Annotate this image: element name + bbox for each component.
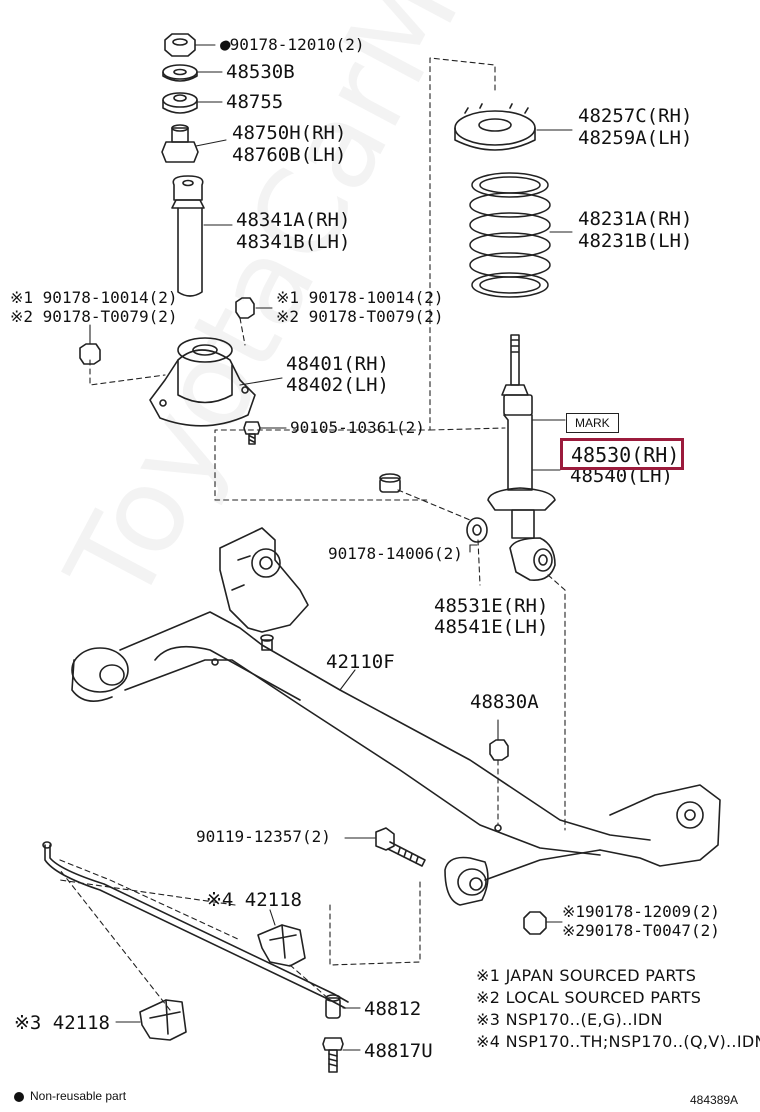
nut-48830a-icon [489,739,509,761]
bolt-48817u-icon [322,1037,344,1073]
link-48812-icon [325,994,341,1019]
bump-stopper-48341a-icon [171,175,205,297]
bolt-90119-icon [375,827,426,867]
mark-label: MARK [566,413,619,433]
leader-lines [89,44,573,1051]
label-48402: 48402(LH) [286,374,389,396]
label-42118-bottom: ※3 42118 [14,1012,110,1034]
nut-90178-14006-icon [379,473,401,493]
label-48750h: 48750H(RH) [232,122,347,144]
label-90178-12010: ●90178-12010(2) [220,35,365,54]
bracket-42118-top-icon [257,924,306,967]
label-mid-x2: ※2 90178-T0079(2) [276,307,444,326]
upper-mount-nut-icon [164,33,196,57]
shock-absorber-48530-icon [487,334,556,582]
label-left-x1: ※1 90178-10014(2) [10,288,178,307]
label-42110f: 42110F [326,651,395,673]
label-x2-90178-t0047: ※290178-T0047(2) [562,921,720,940]
label-48760b: 48760B(LH) [232,144,347,166]
label-90178-14006: 90178-14006(2) [328,544,463,563]
bolt-90105-icon [243,421,261,445]
label-48540lh: 48540(LH) [570,465,673,487]
label-90119: 90119-12357(2) [196,827,331,846]
footer-legend: Non-reusable part [30,1089,127,1103]
label-42118-top: ※4 42118 [206,889,302,911]
label-48257c: 48257C(RH) [578,105,693,127]
label-48341a: 48341A(RH) [236,209,351,231]
label-48817u: 48817U [364,1040,433,1062]
label-48830a: 48830A [470,691,539,713]
note-2: ※2 LOCAL SOURCED PARTS [476,988,702,1007]
stabilizer-bar-icon [42,841,349,1009]
label-48541e: 48541E(LH) [434,616,549,638]
label-48341b: 48341B(LH) [236,231,351,253]
nut-mid-icon [235,297,255,319]
label-48531e: 48531E(RH) [434,595,549,617]
cushion-48531e-icon [466,517,488,543]
label-90105: 90105-10361(2) [290,418,425,437]
non-reusable-marker-icon [221,40,231,50]
non-reusable-bullet-icon [14,1092,24,1102]
nut-left-icon [79,343,101,365]
note-3: ※3 NSP170..(E,G)..IDN [476,1010,663,1029]
label-48812: 48812 [364,998,422,1020]
label-48530b: 48530B [226,61,295,83]
coil-spring-48231a-icon [469,172,551,298]
spring-seat-48257c-icon [454,103,536,151]
cushion-48755-icon [162,92,198,114]
footer-code: 484389A [690,1093,739,1107]
label-48231a: 48231A(RH) [578,208,693,230]
nut-90178-12009-icon [523,911,547,935]
label-48401: 48401(RH) [286,353,389,375]
bracket-42118-bottom-icon [139,999,187,1041]
note-1: ※1 JAPAN SOURCED PARTS [476,966,697,985]
label-mid-x1: ※1 90178-10014(2) [276,288,444,307]
label-48231b: 48231B(LH) [578,230,693,252]
label-x1-90178-12009: ※190178-12009(2) [562,902,720,921]
bushing-48750h-icon [161,124,199,163]
label-48259a: 48259A(LH) [578,127,693,149]
shock-mount-bracket-48401-icon [149,337,256,427]
note-4: ※4 NSP170..TH;NSP170..(Q,V)..IDN [476,1032,760,1051]
axle-beam-42110f-icon [71,527,721,906]
label-left-x2: ※2 90178-T0079(2) [10,307,178,326]
dashed-leader-lines [59,57,566,1011]
washer-48530b-icon [162,64,198,82]
label-48755: 48755 [226,91,284,113]
highlighted-part-48530rh[interactable]: 48530(RH) [560,438,684,470]
